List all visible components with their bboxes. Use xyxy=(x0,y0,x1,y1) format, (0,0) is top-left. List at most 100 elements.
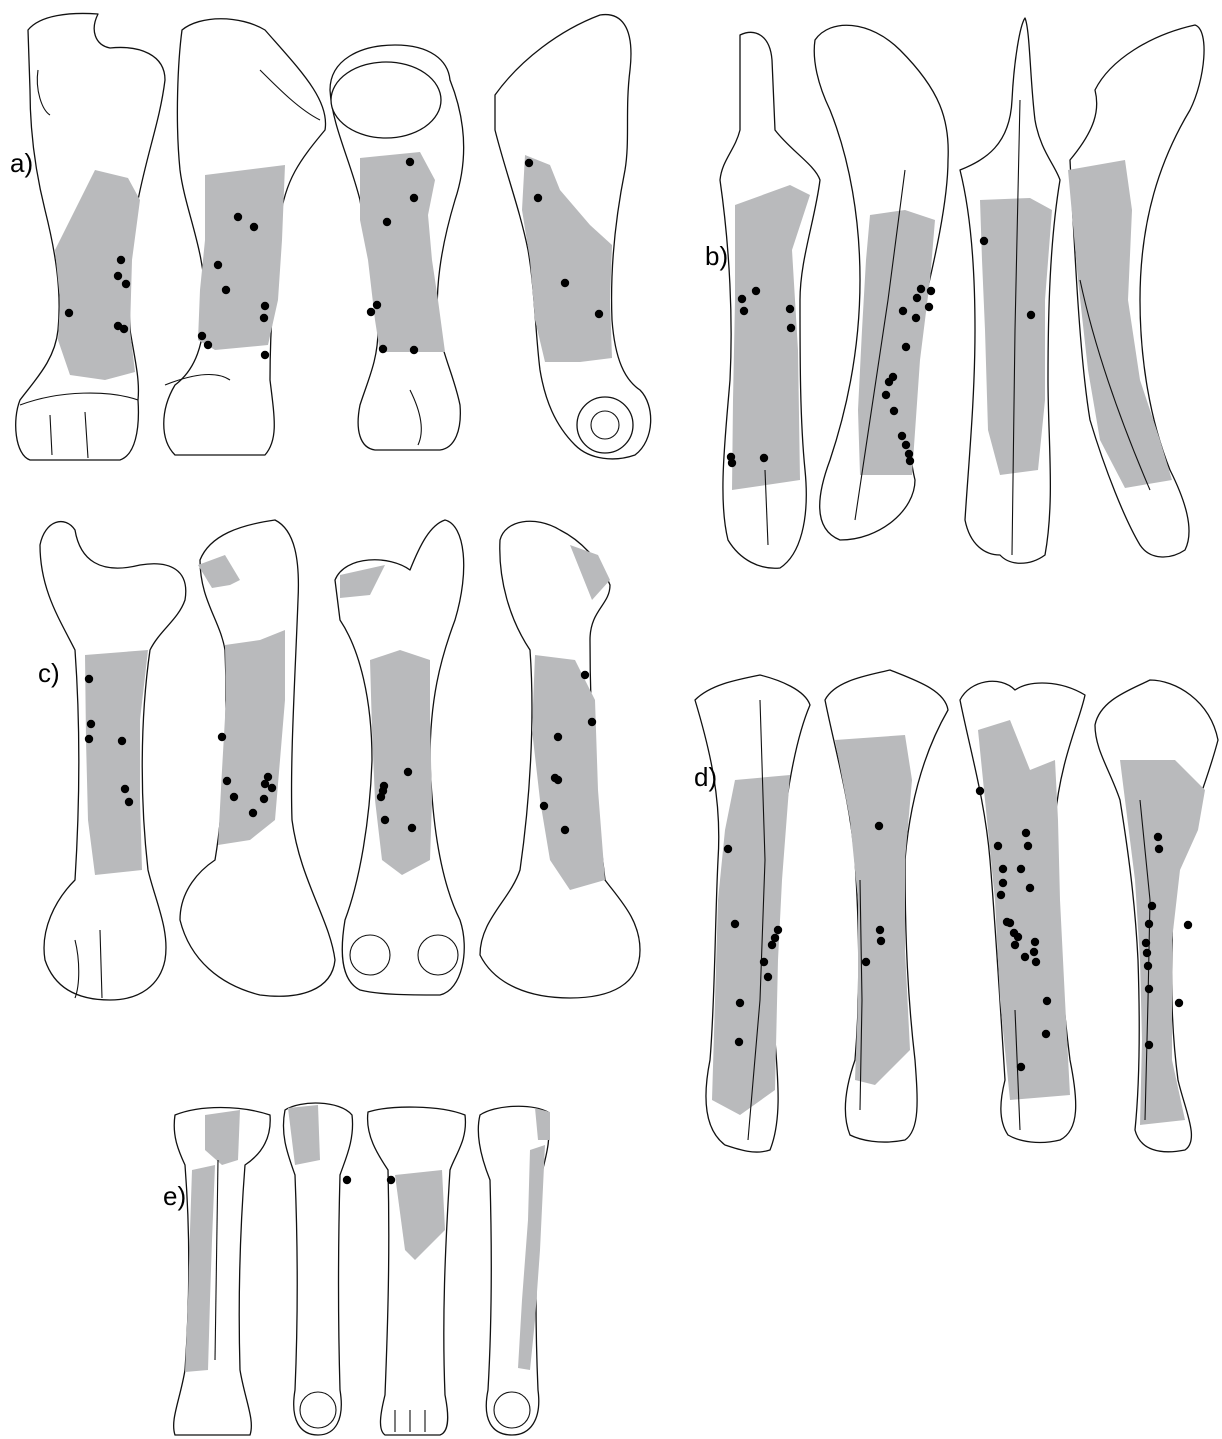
bone-d3 xyxy=(960,681,1085,1142)
bone-b2 xyxy=(814,25,948,540)
sample-point-dot xyxy=(387,1176,395,1184)
sample-point-dot xyxy=(343,1176,351,1184)
sample-point-dot xyxy=(121,785,129,793)
sample-point-dot xyxy=(1145,920,1153,928)
bone-a1 xyxy=(16,13,165,460)
sample-point-dot xyxy=(561,279,569,287)
sample-point-dot xyxy=(1017,865,1025,873)
sample-point-dot xyxy=(1144,962,1152,970)
sample-point-dot xyxy=(534,194,542,202)
sample-point-dot xyxy=(230,793,238,801)
bone-e1 xyxy=(174,1108,271,1436)
panel-e-bones xyxy=(174,1103,550,1435)
sample-point-dot xyxy=(731,920,739,928)
sample-point-dot xyxy=(87,720,95,728)
panel-c-bones xyxy=(40,520,640,1000)
bone-c3 xyxy=(335,520,464,995)
sample-point-dot xyxy=(406,158,414,166)
sample-point-dot xyxy=(1017,1063,1025,1071)
sample-point-dot xyxy=(117,256,125,264)
sample-point-dot xyxy=(980,237,988,245)
sample-point-dot xyxy=(1006,919,1014,927)
panel-label-d: d) xyxy=(694,764,717,790)
sample-point-dot xyxy=(999,879,1007,887)
sample-point-dot xyxy=(410,346,418,354)
sample-point-dot xyxy=(381,816,389,824)
panel-label-b: b) xyxy=(705,243,728,269)
bone-a4 xyxy=(495,15,651,459)
sample-point-dot xyxy=(198,332,206,340)
bone-b3 xyxy=(960,18,1060,563)
sample-point-dot xyxy=(410,194,418,202)
sample-point-dot xyxy=(902,441,910,449)
sample-point-dot xyxy=(222,286,230,294)
sample-point-dot xyxy=(1184,921,1192,929)
sample-point-dot xyxy=(1011,941,1019,949)
sample-point-dot xyxy=(1042,1030,1050,1038)
sample-point-dot xyxy=(554,776,562,784)
sample-point-dot xyxy=(728,459,736,467)
panel-label-e: e) xyxy=(163,1183,186,1209)
sample-point-dot xyxy=(764,973,772,981)
bone-c4 xyxy=(480,521,640,998)
sample-point-dot xyxy=(373,301,381,309)
sample-point-dot xyxy=(1145,1041,1153,1049)
sample-point-dot xyxy=(234,213,242,221)
sample-point-dot xyxy=(899,307,907,315)
sample-point-dot xyxy=(885,378,893,386)
sample-point-dot xyxy=(223,777,231,785)
sample-point-dot xyxy=(1024,842,1032,850)
sample-point-dot xyxy=(875,822,883,830)
sample-point-dot xyxy=(268,784,276,792)
sample-point-dot xyxy=(122,280,130,288)
sample-point-dot xyxy=(367,308,375,316)
sample-point-dot xyxy=(377,793,385,801)
sample-point-dot xyxy=(595,310,603,318)
sample-point-dot xyxy=(1043,997,1051,1005)
panel-b-bones xyxy=(720,18,1204,568)
bone-b4 xyxy=(1068,25,1204,557)
sample-point-dot xyxy=(994,842,1002,850)
bone-a2 xyxy=(164,19,326,455)
sample-point-dot xyxy=(882,391,890,399)
sample-point-dot xyxy=(752,287,760,295)
sample-point-dot xyxy=(379,345,387,353)
panel-label-a: a) xyxy=(10,150,33,176)
sample-point-dot xyxy=(214,261,222,269)
sample-point-dot xyxy=(65,309,73,317)
sample-point-dot xyxy=(999,865,1007,873)
sample-point-dot xyxy=(554,733,562,741)
bone-e2 xyxy=(283,1103,352,1435)
sample-point-dot xyxy=(760,454,768,462)
sample-point-dot xyxy=(1155,845,1163,853)
bone-d1 xyxy=(695,675,810,1152)
sample-point-dot xyxy=(786,305,794,313)
bone-d4 xyxy=(1095,680,1218,1152)
sample-point-dot xyxy=(913,294,921,302)
sample-point-dot xyxy=(997,891,1005,899)
sample-point-dot xyxy=(1145,985,1153,993)
sample-point-dot xyxy=(1032,958,1040,966)
bone-d2 xyxy=(825,670,948,1142)
bone-c2 xyxy=(180,520,335,996)
bone-b1 xyxy=(720,32,820,568)
sample-point-dot xyxy=(404,768,412,776)
sample-point-dot xyxy=(118,737,126,745)
sample-point-dot xyxy=(85,735,93,743)
sample-point-dot xyxy=(204,341,212,349)
sample-point-dot xyxy=(125,798,133,806)
sample-point-dot xyxy=(1143,949,1151,957)
bone-e3 xyxy=(368,1107,466,1435)
sample-point-dot xyxy=(898,432,906,440)
sample-point-dot xyxy=(738,295,746,303)
sample-point-dot xyxy=(927,287,935,295)
sample-point-dot xyxy=(976,787,984,795)
sample-point-dot xyxy=(1027,311,1035,319)
sample-point-dot xyxy=(260,314,268,322)
sample-point-dot xyxy=(724,845,732,853)
sample-point-dot xyxy=(1142,939,1150,947)
panel-a-bones xyxy=(16,13,651,460)
sample-point-dot xyxy=(740,307,748,315)
sample-point-dot xyxy=(261,302,269,310)
panel-d-bones xyxy=(695,670,1218,1152)
